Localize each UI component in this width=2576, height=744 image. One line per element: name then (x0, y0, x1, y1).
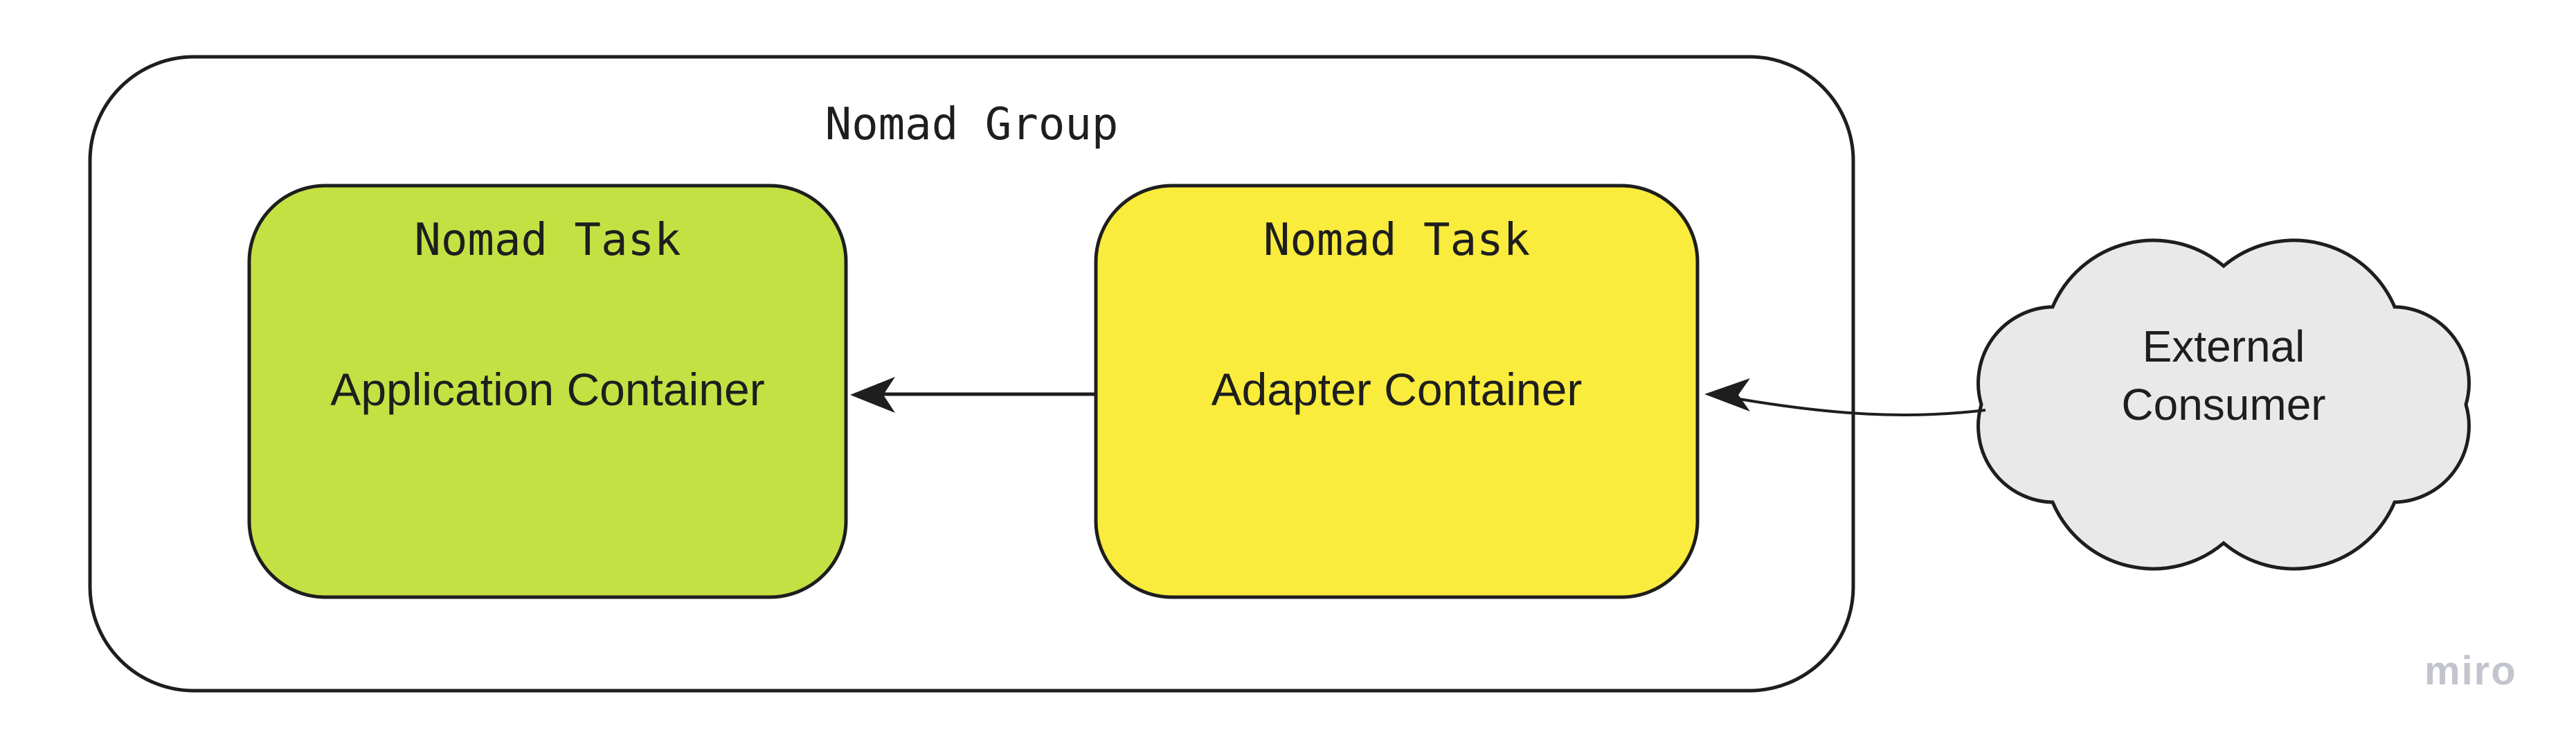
application-container-box[interactable] (247, 184, 848, 599)
external-consumer-cloud[interactable] (1976, 238, 2471, 571)
nomad-group-title: Nomad Group (825, 99, 1119, 150)
arrowhead-left-icon (850, 377, 895, 413)
application-task-title: Nomad Task (414, 215, 681, 266)
connector-adapter-to-application[interactable] (850, 377, 1096, 413)
application-container-label: Application Container (330, 364, 765, 415)
connector-consumer-to-adapter[interactable] (1704, 378, 1986, 417)
miro-watermark: miro (2424, 648, 2517, 693)
arrowhead-left-icon (1704, 378, 1750, 411)
connector-curve (1719, 394, 1986, 417)
adapter-container-box[interactable] (1094, 184, 1700, 599)
adapter-container-label: Adapter Container (1211, 364, 1583, 415)
external-consumer-label: External Consumer (2121, 321, 2326, 429)
adapter-task-title: Nomad Task (1263, 215, 1531, 266)
